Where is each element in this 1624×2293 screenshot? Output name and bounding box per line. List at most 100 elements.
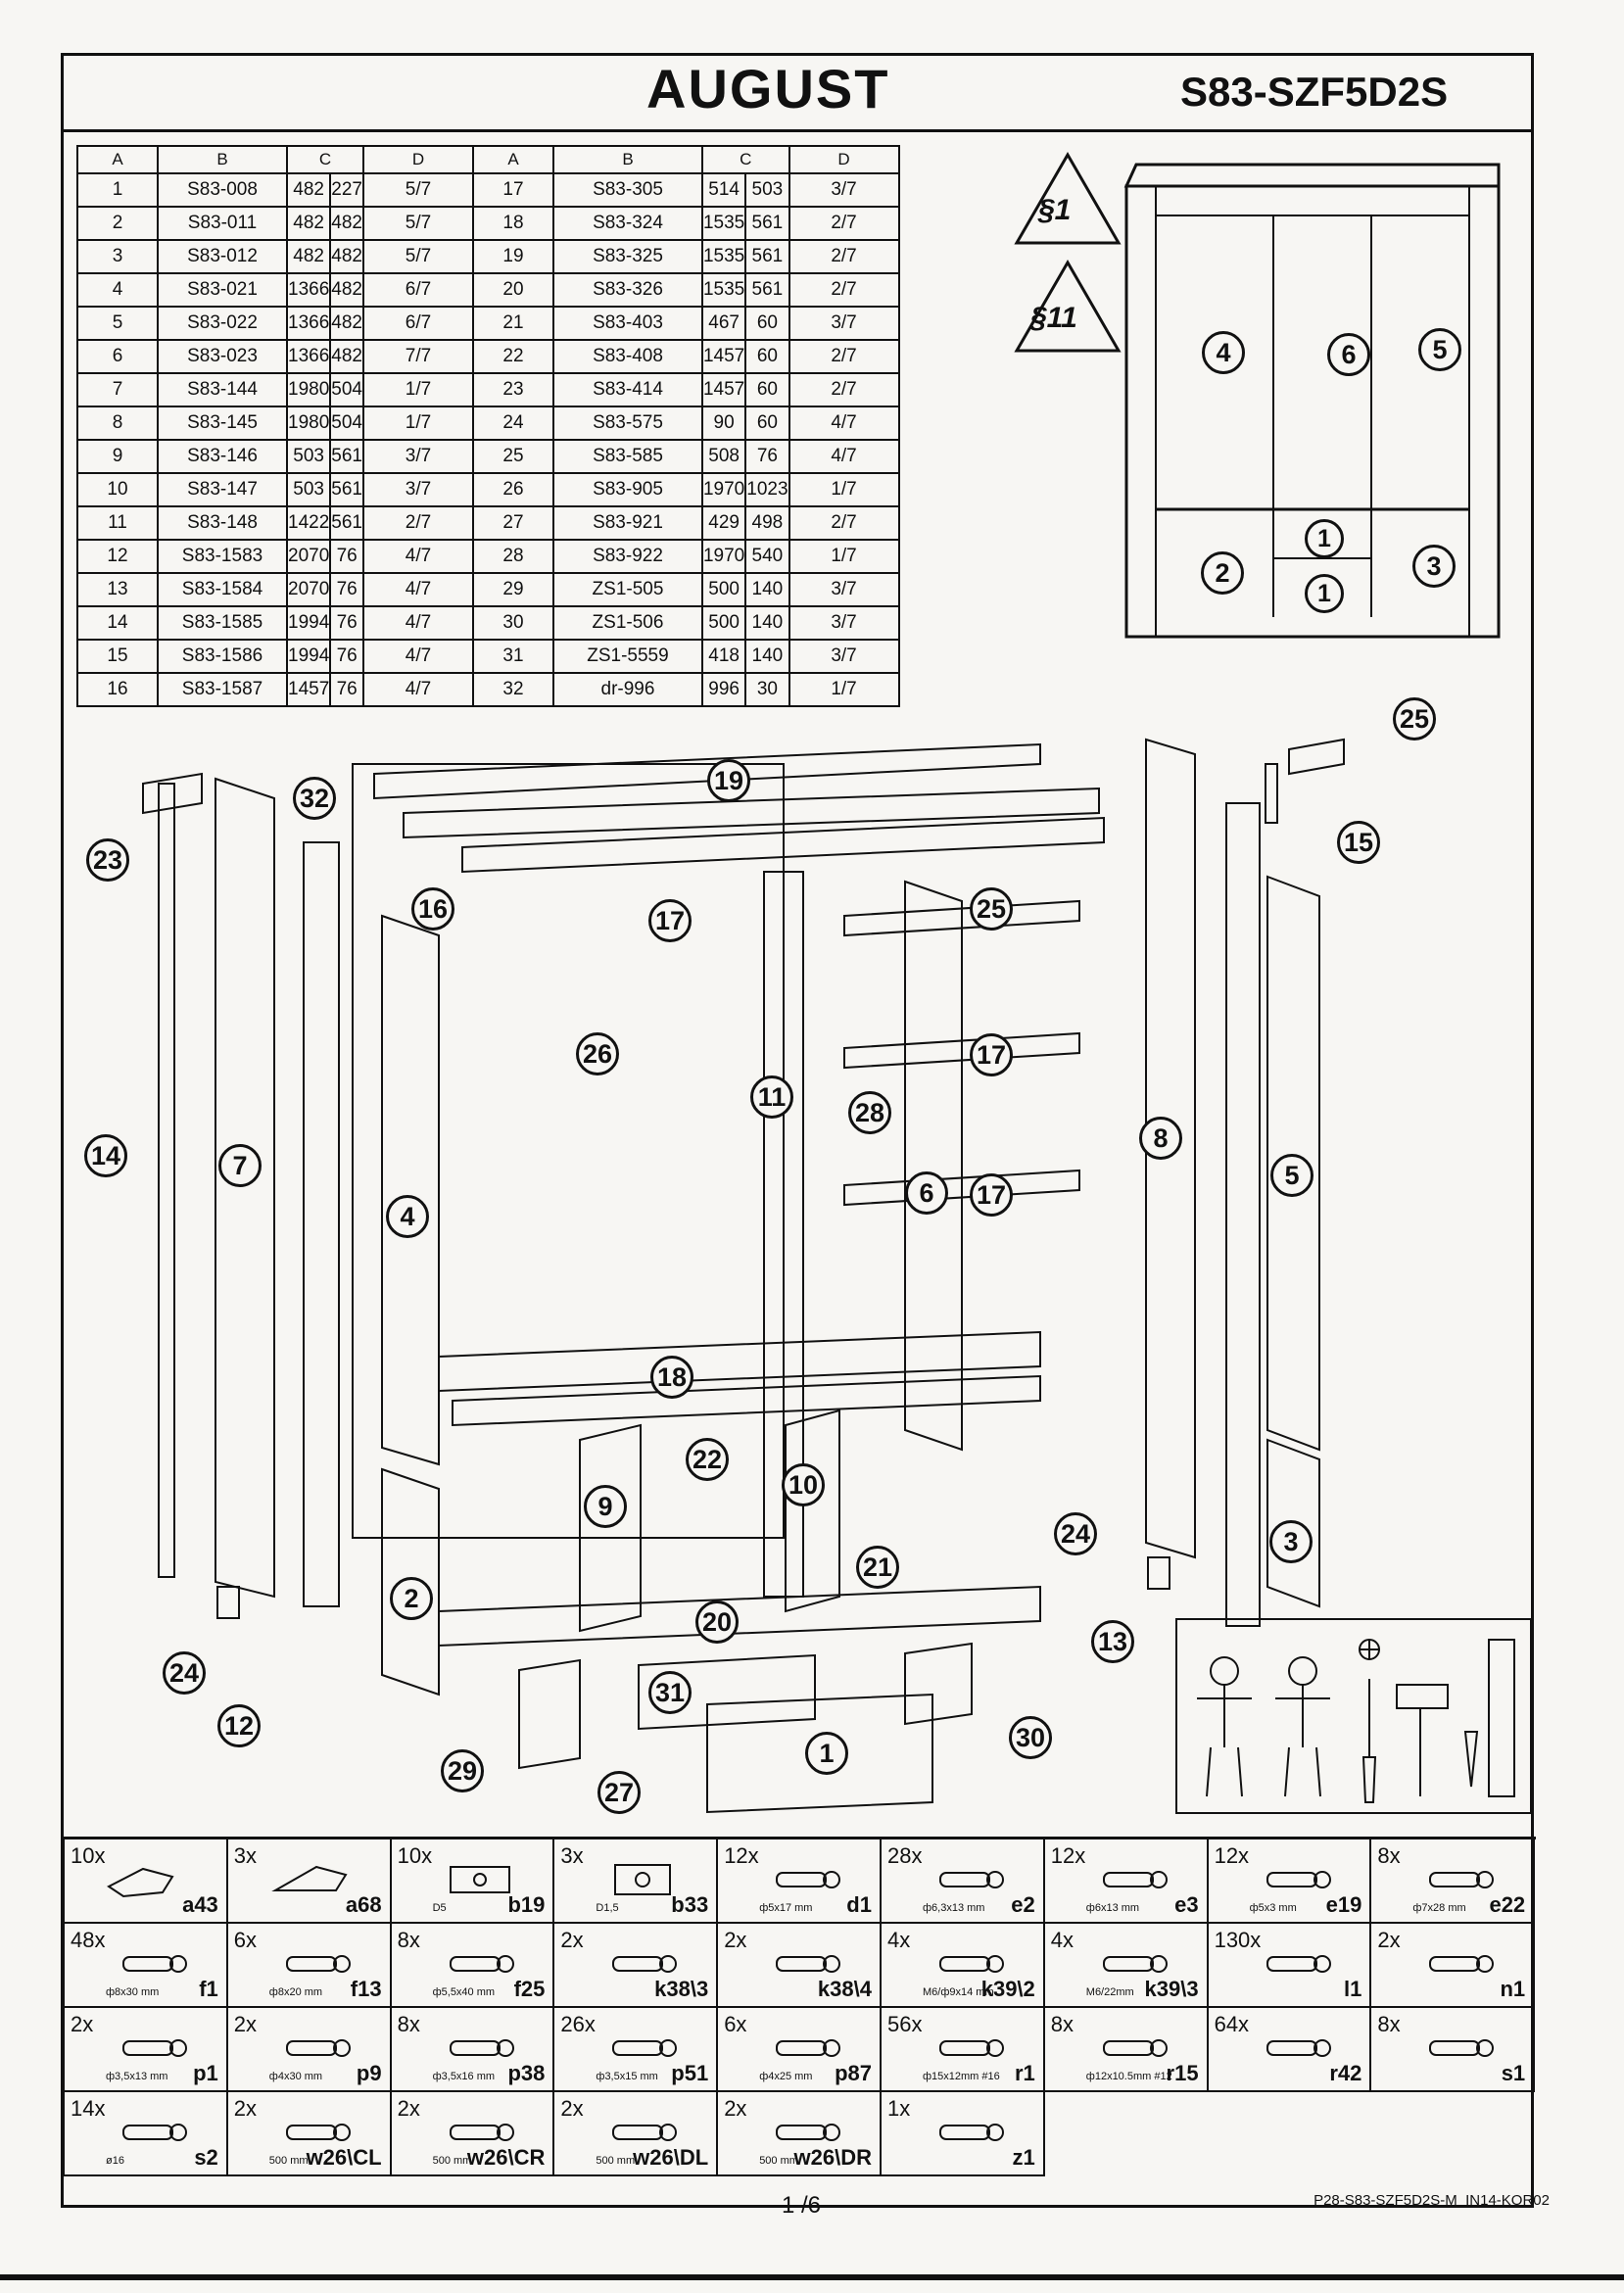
parts-cell: 503 — [285, 472, 332, 507]
parts-cell: S83-585 — [551, 439, 703, 474]
hardware-qty: 10x — [397, 1843, 433, 1868]
hardware-icon — [449, 1866, 510, 1893]
parts-cell: 76 — [329, 672, 364, 707]
parts-cell: 1366 — [285, 272, 332, 308]
parts-cell: 32 — [471, 672, 554, 707]
callout-26: 26 — [576, 1032, 619, 1075]
parts-cell: 1366 — [285, 306, 332, 341]
parts-cell: 5/7 — [361, 206, 474, 241]
parts-cell: 482 — [285, 172, 332, 208]
col-header-d: D — [361, 145, 474, 174]
callout-25-left: 23 — [86, 838, 129, 882]
parts-cell: 23 — [471, 372, 554, 407]
parts-cell: 561 — [329, 439, 364, 474]
hardware-code: f1 — [199, 1977, 218, 2001]
parts-cell: S83-008 — [157, 172, 288, 208]
hardware-dim: 500 mm — [432, 2155, 472, 2167]
hardware-icon — [776, 2124, 841, 2141]
page-number: 1 /6 — [782, 2192, 822, 2219]
hardware-qty: 64x — [1214, 2012, 1250, 2036]
callout-19: 19 — [707, 759, 750, 802]
parts-cell: 561 — [329, 505, 364, 541]
hardware-qty: 56x — [886, 2012, 923, 2036]
tools-illustration — [1197, 1639, 1515, 1803]
parts-cell: 5/7 — [361, 172, 474, 208]
hardware-dim: 500 mm — [268, 2155, 309, 2167]
hardware-qty: 26x — [560, 2012, 596, 2036]
parts-cell: 4/7 — [361, 672, 474, 707]
parts-cell: S83-022 — [157, 306, 288, 341]
hardware-code: w26\DL — [633, 2145, 709, 2170]
parts-cell: S83-021 — [157, 272, 288, 308]
hardware-icon — [1266, 1871, 1331, 1888]
parts-cell: S83-326 — [551, 272, 703, 308]
parts-cell: 1 — [76, 172, 159, 208]
parts-cell: 2/7 — [788, 505, 900, 541]
hardware-dim: ф6x13 mm — [1085, 1902, 1140, 1914]
parts-cell: 13 — [76, 572, 159, 607]
col-header-a: A — [76, 145, 159, 174]
parts-cell: S83-1584 — [157, 572, 288, 607]
parts-cell: 3/7 — [361, 439, 474, 474]
parts-cell: 1535 — [700, 206, 747, 241]
callout-1: 1 — [805, 1732, 848, 1775]
hardware-dim: ф5x3 mm — [1249, 1902, 1297, 1914]
warning-triangles — [1014, 152, 1122, 353]
parts-cell: S83-1583 — [157, 539, 288, 574]
parts-cell: 29 — [471, 572, 554, 607]
parts-cell: 140 — [744, 639, 790, 674]
hardware-code: p9 — [356, 2061, 382, 2085]
wardrobe-preview — [1123, 163, 1501, 639]
hardware-code: l1 — [1344, 1977, 1362, 2001]
parts-cell: S83-1585 — [157, 605, 288, 641]
product-title: AUGUST — [646, 58, 890, 119]
parts-cell: 500 — [700, 605, 747, 641]
document-code: P28-S83-SZF5D2S-M_IN14-KOR02 — [1314, 2192, 1550, 2209]
hardware-qty: 14x — [71, 2096, 106, 2121]
hardware-icon — [122, 2124, 187, 2141]
hardware-dim: ф6,3x13 mm — [922, 1902, 985, 1914]
parts-cell: 60 — [744, 339, 790, 374]
hardware-code: r42 — [1329, 2061, 1362, 2085]
parts-cell: 3/7 — [788, 572, 900, 607]
hardware-dim: D1,5 — [596, 1902, 619, 1914]
parts-cell: 16 — [76, 672, 159, 707]
hardware-code: a43 — [182, 1892, 218, 1917]
hardware-code: e22 — [1489, 1892, 1526, 1917]
parts-cell: 6 — [76, 339, 159, 374]
callout-9: 9 — [584, 1485, 627, 1528]
parts-cell: 561 — [329, 472, 364, 507]
hardware-code: p38 — [507, 2061, 546, 2085]
parts-cell: S83-148 — [157, 505, 288, 541]
hardware-code: f13 — [350, 1977, 382, 2001]
hardware-code: w26\CL — [306, 2145, 382, 2170]
parts-cell: 482 — [329, 239, 364, 274]
callout-25-right: 25 — [1393, 697, 1436, 740]
callout-7: 7 — [218, 1144, 262, 1187]
parts-cell: 8 — [76, 406, 159, 441]
hardware-code: k39\2 — [980, 1977, 1035, 2001]
col-header-a2: A — [471, 145, 554, 174]
hardware-code: d1 — [846, 1892, 872, 1917]
tools-box — [1175, 1618, 1532, 1814]
callout-17-mid: 17 — [970, 1033, 1013, 1076]
hardware-icon — [1102, 2039, 1168, 2057]
hardware-qty: 10x — [71, 1843, 106, 1868]
parts-table-header: A B C D A B C D — [76, 145, 900, 174]
parts-cell: 1/7 — [361, 406, 474, 441]
parts-cell: 1994 — [285, 639, 332, 674]
callout-24-right: 24 — [1054, 1512, 1097, 1555]
hardware-item-a43: 10x a43 — [65, 1839, 228, 1924]
page-frame — [61, 53, 1534, 2208]
parts-cell: 561 — [744, 206, 790, 241]
parts-cell: 3/7 — [788, 172, 900, 208]
